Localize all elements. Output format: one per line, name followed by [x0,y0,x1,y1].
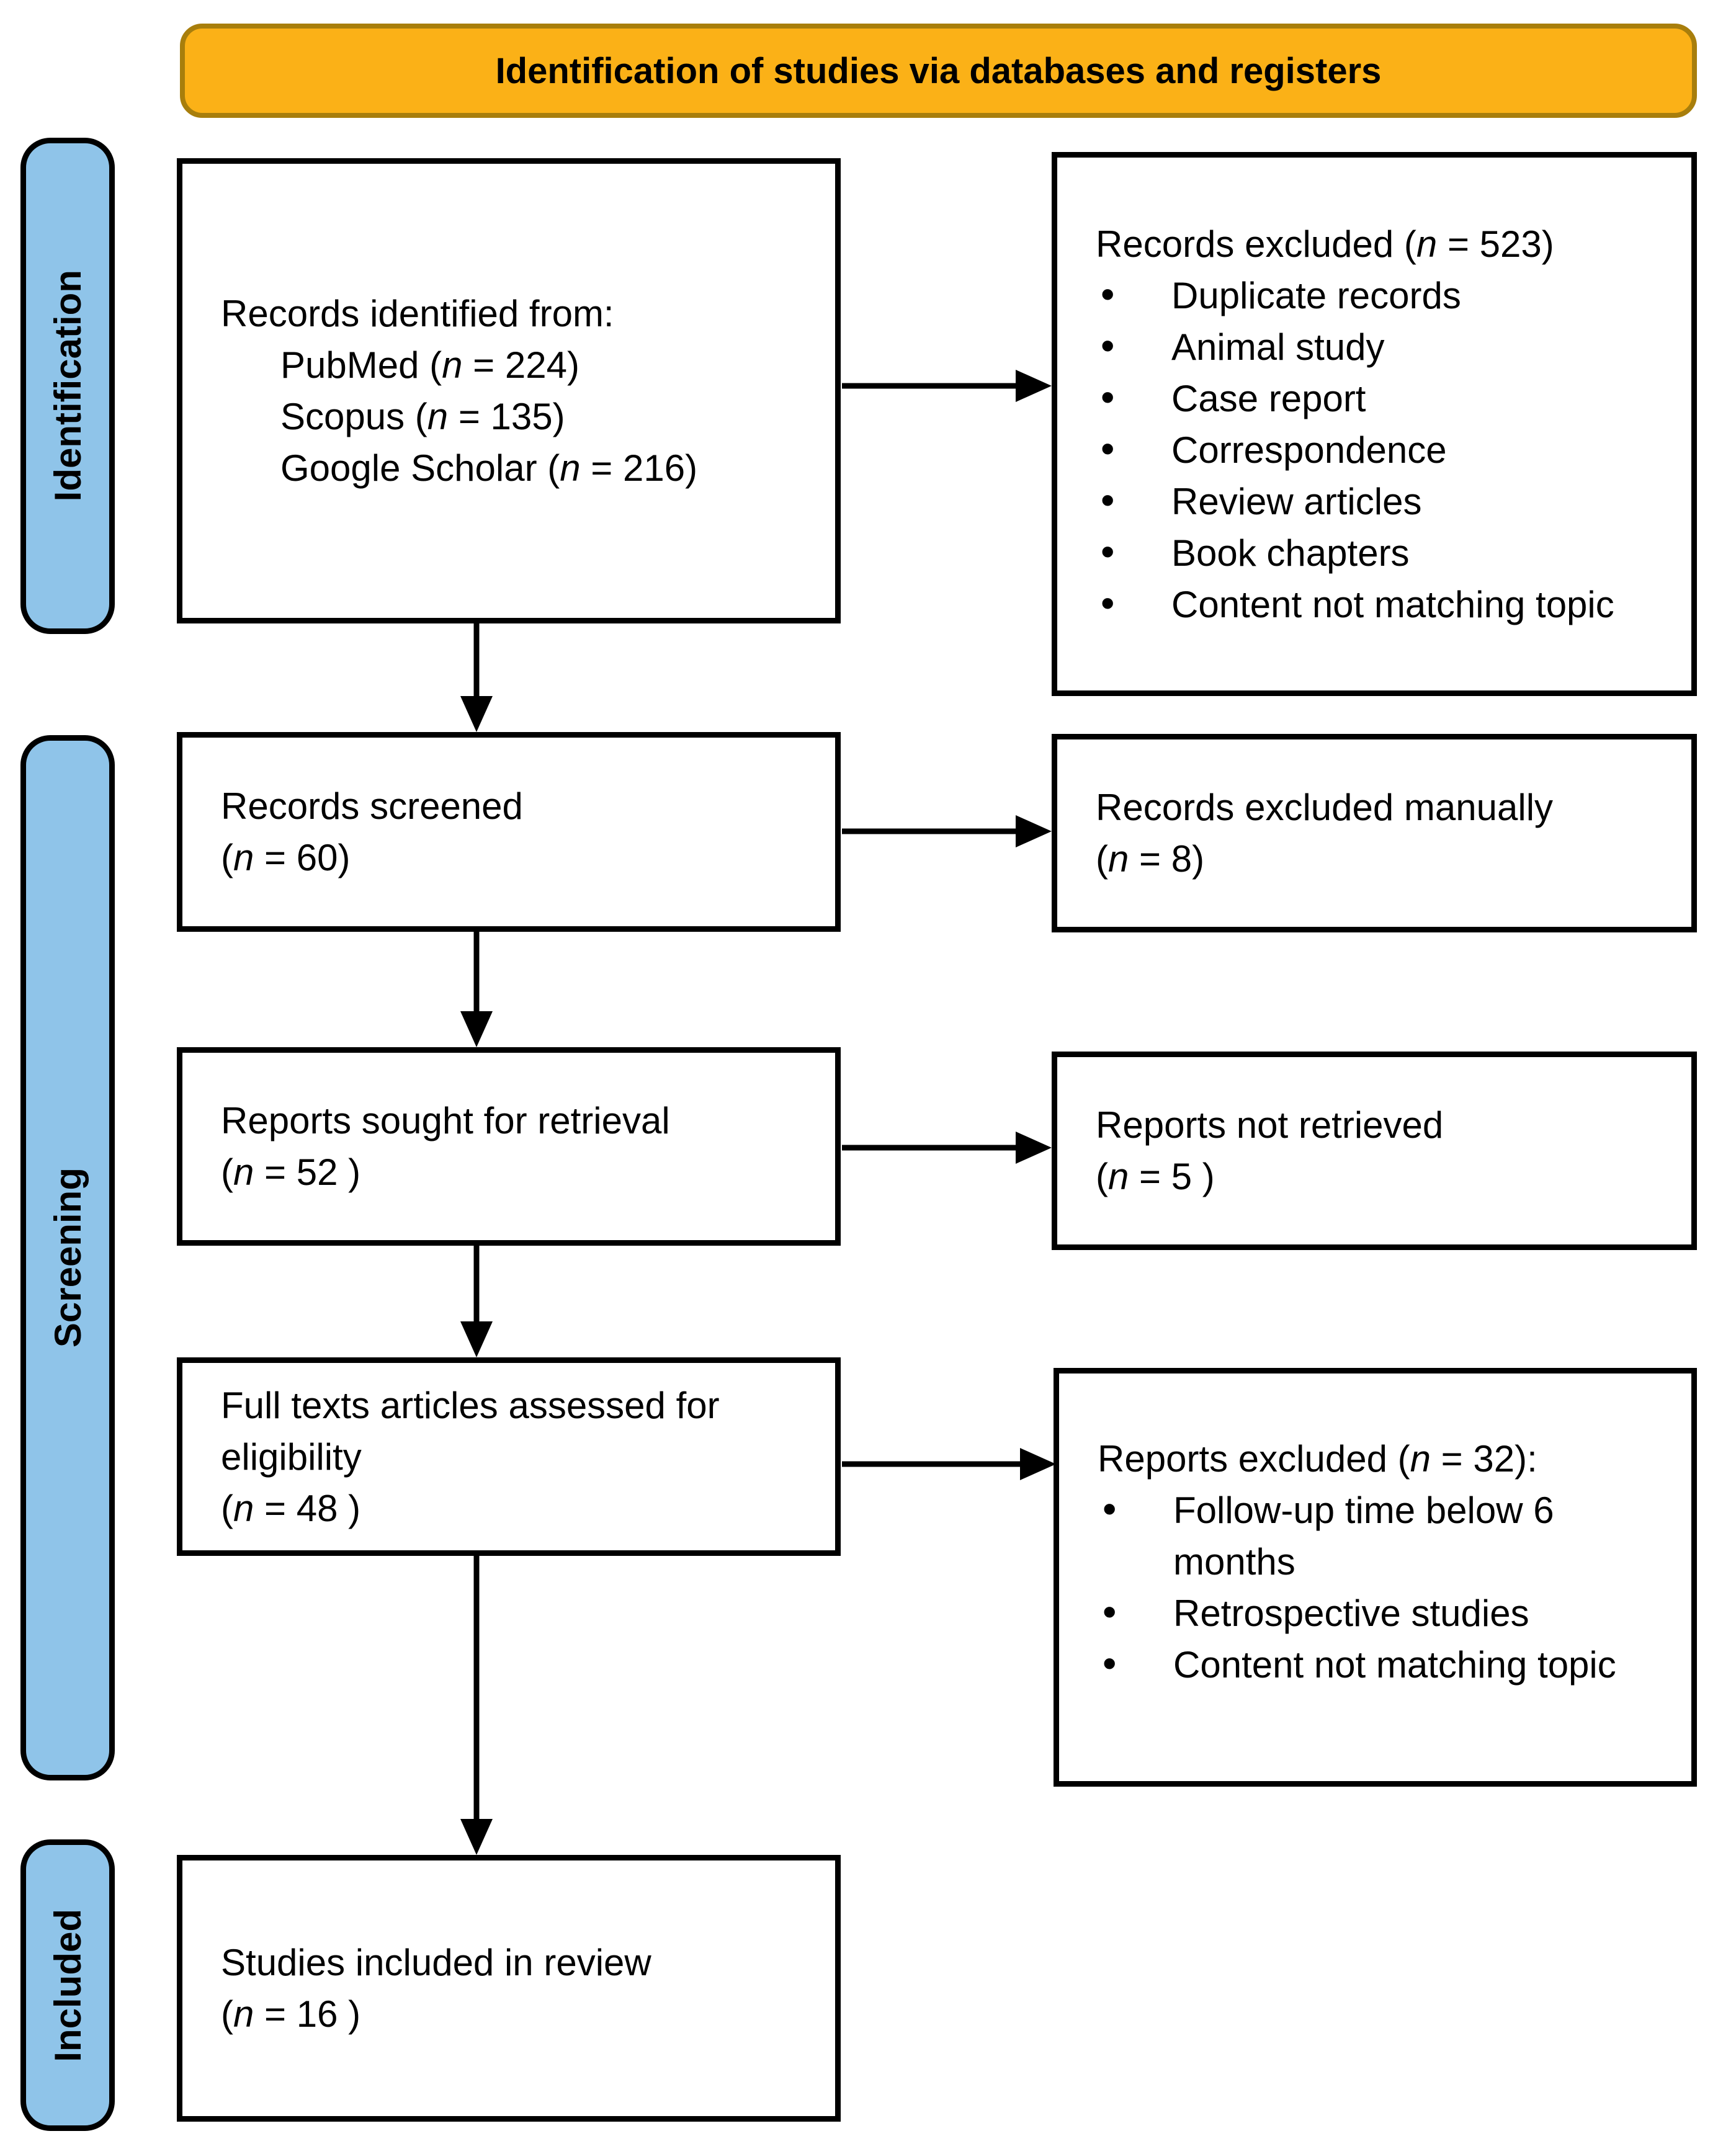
source-item: PubMed (n = 224) [280,344,579,386]
exclusion-reason: Book chapters [1096,526,1614,579]
box-count-line: (n = 16 ) [221,1993,361,2035]
exclusion-reason: Follow-up time below 6 months [1098,1483,1595,1588]
box-reports-not-retrieved: Reports not retrieved (n = 5 ) [1052,1052,1697,1250]
banner-title: Identification of studies via databases … [495,50,1382,91]
box-text-line: Reports not retrieved [1096,1104,1444,1146]
source-item: Scopus (n = 135) [280,396,565,437]
arrow-sought-to-fulltexts [460,1246,493,1357]
box-records-excluded: Records excluded (n = 523) Duplicate rec… [1052,152,1697,696]
arrow-fulltexts-to-included [460,1556,493,1855]
exclusion-reason: Content not matching topic [1096,578,1614,630]
box-studies-included: Studies included in review (n = 16 ) [177,1855,841,2122]
exclusion-reason: Correspondence [1096,423,1614,476]
box-title: Records excluded (n = 523) [1096,223,1554,265]
stage-label-screening: Screening [20,735,115,1780]
source-item: Google Scholar (n = 216) [280,447,698,489]
arrow-identified-to-screened [460,623,493,732]
arrow-fulltexts-to-reports-excluded [842,1448,1056,1480]
box-title: Records identified from: [221,293,614,334]
exclusion-reason: Duplicate records [1096,269,1614,321]
box-reports-excluded: Reports excluded (n = 32): Follow-up tim… [1054,1368,1697,1787]
box-title: Reports excluded (n = 32): [1098,1438,1537,1480]
box-records-identified: Records identified from: PubMed (n = 224… [177,158,841,623]
stage-label-text: Screening [47,1168,89,1348]
arrow-screened-to-excluded-manually [842,815,1052,847]
arrow-sought-to-not-retrieved [842,1132,1052,1164]
stage-label-text: Included [47,1908,89,2062]
exclusion-reason: Content not matching topic [1098,1638,1616,1691]
exclusion-reason: Retrospective studies [1098,1586,1616,1639]
box-count-line: (n = 52 ) [221,1151,361,1193]
box-text-line: eligibility [221,1436,362,1478]
stage-label-included: Included [20,1839,115,2131]
box-text-line: Studies included in review [221,1942,651,1983]
exclusion-reason: Case report [1096,372,1614,424]
exclusion-reasons-list: Follow-up time below 6 months Retrospect… [1098,1483,1616,1691]
exclusion-reason: Animal study [1096,320,1614,373]
box-full-texts-assessed: Full texts articles assessed for eligibi… [177,1357,841,1556]
box-count-line: (n = 60) [221,837,351,878]
box-count-line: (n = 5 ) [1096,1156,1215,1197]
arrow-screened-to-sought [460,932,493,1047]
box-text-line: Reports sought for retrieval [221,1100,670,1141]
box-text-line: Full texts articles assessed for [221,1384,720,1426]
arrow-identified-to-excluded [842,370,1052,402]
box-text-line: Records excluded manually [1096,787,1554,828]
exclusion-reason: Review articles [1096,475,1614,527]
box-records-excluded-manually: Records excluded manually (n = 8) [1052,734,1697,932]
exclusion-reasons-list: Duplicate records Animal study Case repo… [1096,269,1614,630]
box-count-line: (n = 8) [1096,838,1205,880]
box-records-screened: Records screened (n = 60) [177,732,841,932]
stage-label-text: Identification [47,270,89,502]
box-reports-sought: Reports sought for retrieval (n = 52 ) [177,1047,841,1246]
box-count-line: (n = 48 ) [221,1487,361,1529]
box-text-line: Records screened [221,785,523,827]
stage-label-identification: Identification [20,138,115,634]
banner: Identification of studies via databases … [180,24,1697,118]
